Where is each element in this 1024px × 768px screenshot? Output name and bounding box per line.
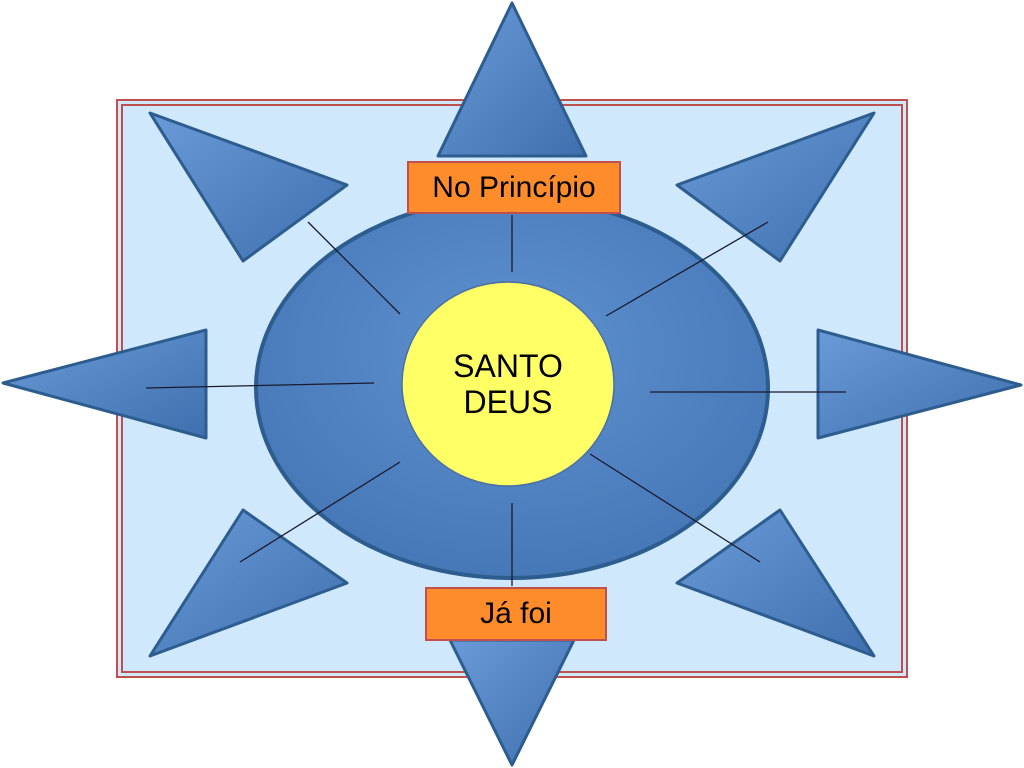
top-label: No Princípio bbox=[407, 161, 621, 214]
connector-left bbox=[145, 382, 375, 389]
arrow-top-left bbox=[148, 111, 349, 263]
connector-top-right bbox=[605, 221, 769, 317]
arrow-bottom bbox=[448, 638, 576, 767]
center-circle bbox=[401, 281, 615, 487]
bottom-label-box bbox=[425, 587, 607, 641]
arrow-top-right bbox=[675, 111, 876, 263]
arrow-top bbox=[436, 1, 588, 158]
bottom-label: Já foi bbox=[425, 587, 607, 641]
connector-bottom-right bbox=[589, 453, 761, 563]
center-label-line1: SANTO bbox=[453, 348, 563, 384]
arrow-right bbox=[816, 328, 1023, 440]
connector-top-left bbox=[307, 221, 401, 315]
connector-bottom-left bbox=[239, 461, 401, 563]
arrow-bottom-right bbox=[675, 508, 876, 658]
center-label: SANTO DEUS bbox=[402, 282, 614, 486]
arrow-bottom-left bbox=[148, 508, 349, 658]
center-label-line2: DEUS bbox=[463, 384, 553, 420]
top-label-box bbox=[407, 161, 621, 214]
arrow-left bbox=[1, 328, 208, 440]
